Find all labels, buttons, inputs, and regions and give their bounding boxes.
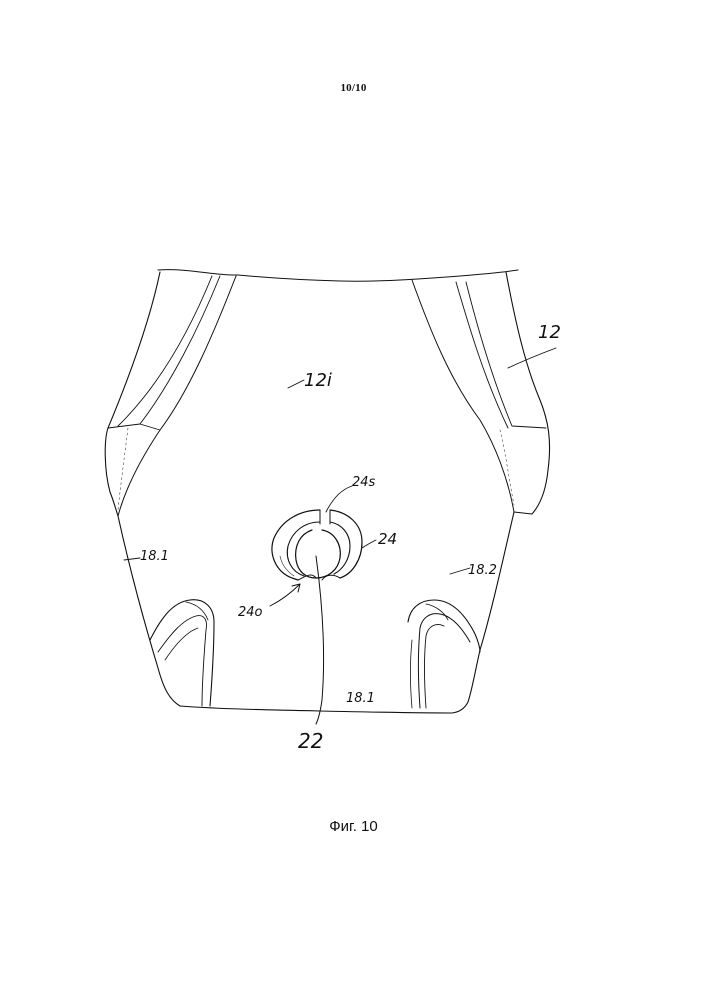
opening-24-hatch <box>280 556 294 576</box>
right-flank <box>452 512 514 713</box>
right-notch-rim <box>426 604 448 620</box>
right-band-inner-1 <box>412 280 514 512</box>
ref-label-18-2: 18.2 <box>468 563 497 578</box>
figure-caption: Фиг. 10 <box>0 818 707 835</box>
leader-22 <box>316 556 324 724</box>
left-band-inner-1 <box>118 276 212 426</box>
ref-label-24s: 24s <box>352 475 376 490</box>
leader-24 <box>362 540 376 548</box>
ref-label-12: 12 <box>538 322 561 343</box>
leader-18-2 <box>450 568 470 574</box>
opening-24-inner-ring <box>287 522 320 576</box>
opening-24-slot-24s <box>320 510 330 524</box>
opening-24-outer <box>272 510 320 580</box>
ref-label-12i: 12i <box>304 370 332 391</box>
leader-12i <box>288 380 304 388</box>
right-outer-contour <box>506 272 550 514</box>
left-notch-inner-1 <box>158 616 207 706</box>
leader-24s <box>326 486 352 512</box>
left-flank <box>118 516 180 706</box>
left-notch-inner-2 <box>165 628 198 660</box>
opening-24-outer-right <box>330 510 362 578</box>
leader-12 <box>508 348 556 368</box>
right-notch-inner-1 <box>419 614 471 708</box>
right-notch-inner-2 <box>425 624 445 708</box>
right-notch-inner-3 <box>411 640 413 708</box>
bottom-base-edge <box>180 706 452 713</box>
left-band-faint <box>118 428 128 510</box>
top-break-line <box>158 270 518 282</box>
ref-label-24o: 24o <box>238 605 263 620</box>
leader-24o <box>270 584 300 606</box>
right-band-inner-3 <box>466 282 546 428</box>
leader-18-1-left <box>124 558 140 560</box>
ref-label-22: 22 <box>298 729 323 753</box>
left-band-inner-2 <box>140 276 220 424</box>
left-notch-rim <box>186 602 208 620</box>
left-band-ledge <box>108 424 160 430</box>
left-outer-contour <box>105 272 160 516</box>
ref-label-18-1-bottom: 18.1 <box>346 691 375 706</box>
ref-label-18-1-left: 18.1 <box>140 549 169 564</box>
ref-label-24: 24 <box>378 530 397 548</box>
left-band-inner-3 <box>118 276 236 516</box>
right-band-inner-2 <box>456 282 508 428</box>
